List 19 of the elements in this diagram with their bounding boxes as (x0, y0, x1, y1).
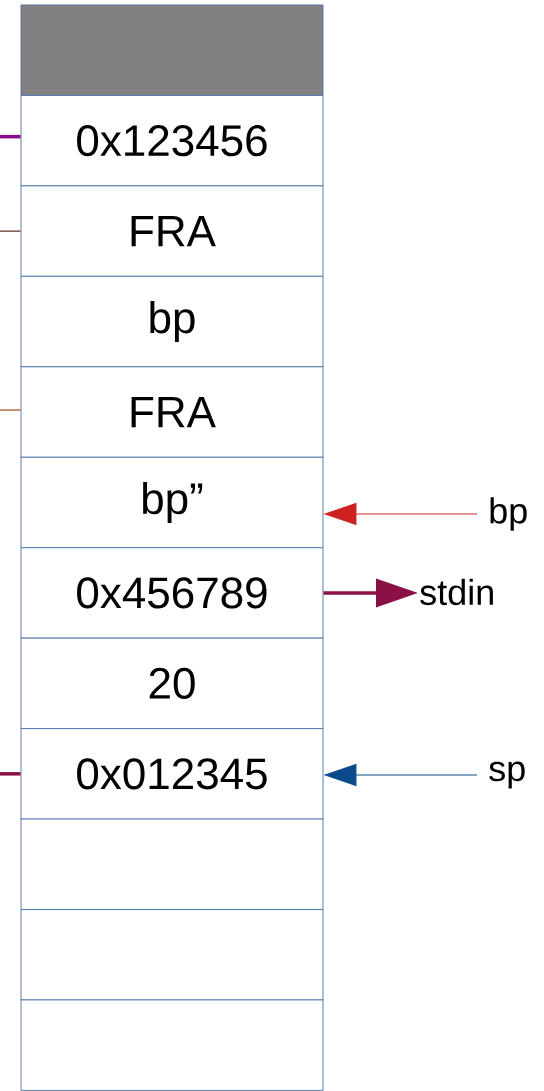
stack-cell: 0x123456 (20, 95, 324, 187)
stub-line (0, 230, 22, 232)
stack-cell (20, 999, 324, 1091)
stub-line (0, 772, 21, 776)
stub-line (0, 409, 22, 411)
stack-cell: FRA (20, 185, 324, 277)
stack-cell: 0x456789 (20, 547, 324, 639)
stack-cell (20, 818, 324, 910)
stack-cell: FRA (20, 366, 324, 458)
stack-cell (20, 909, 324, 1001)
stub-line (0, 134, 21, 139)
stack-cell: 20 (20, 637, 324, 730)
stack-cell: bp” (20, 456, 324, 549)
pointer-label: bp (490, 497, 527, 531)
pointer-label: sp (489, 761, 525, 789)
stack-cell: 0x012345 (20, 728, 324, 820)
pointer-label: stdin (420, 578, 493, 606)
stack-cell (20, 4, 324, 96)
stack-cell: bp (20, 275, 324, 368)
